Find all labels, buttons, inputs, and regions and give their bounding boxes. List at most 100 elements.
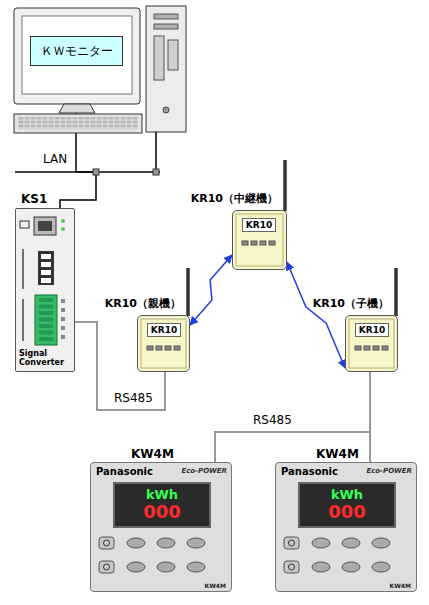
led <box>269 241 275 245</box>
power-meter: KW4MPanasonicEco-POWERkWh000KW4M <box>90 462 232 592</box>
led <box>61 219 65 223</box>
terminal <box>39 331 53 335</box>
terminal <box>39 305 53 309</box>
terminal-block <box>35 295 57 345</box>
bevel <box>236 214 283 266</box>
nameplate: KR10 <box>147 323 181 337</box>
keyboard-keys <box>18 117 138 129</box>
lan-bus <box>15 132 160 175</box>
dip-slot <box>41 254 51 259</box>
bevel <box>349 319 394 368</box>
led <box>355 346 361 350</box>
oval-button <box>127 562 145 572</box>
led <box>174 346 180 350</box>
terminal <box>39 318 53 322</box>
indicator <box>61 308 65 312</box>
meter-heading: KW4M <box>131 447 174 461</box>
lcd-display: kWh000 <box>113 482 211 528</box>
cable <box>215 372 370 462</box>
radio-unit: KR10（子機）KR10 <box>345 315 398 372</box>
panel-print: Signal Converter <box>19 350 69 368</box>
icon-mark <box>104 540 110 546</box>
unit-display: kWh <box>331 488 363 502</box>
indicator <box>61 326 65 330</box>
power-button <box>163 107 169 113</box>
value-display: 000 <box>328 502 366 522</box>
antennas <box>188 160 396 316</box>
nameplate: KR10 <box>355 323 389 337</box>
monitor <box>14 8 140 113</box>
rj45-socket <box>38 221 52 231</box>
led <box>61 227 65 231</box>
antenna <box>283 160 287 211</box>
led <box>165 346 171 350</box>
rj45-port <box>34 217 56 235</box>
cable-label: LAN <box>42 152 68 166</box>
oval-button <box>342 562 360 572</box>
dip-slot <box>41 278 51 283</box>
lan-junction <box>153 169 159 175</box>
indicator <box>61 335 65 339</box>
model-print: KW4M <box>390 582 411 589</box>
led <box>147 346 153 350</box>
terminal <box>39 337 53 341</box>
oval-button <box>372 538 390 548</box>
meter-heading: KW4M <box>316 447 359 461</box>
oval-button <box>187 562 205 572</box>
icon-button <box>99 537 114 549</box>
indicator <box>61 299 65 303</box>
wireless-link <box>190 255 232 325</box>
monitor-stand <box>59 104 95 113</box>
dip-slot <box>41 262 51 267</box>
cable-label: RS485 <box>113 391 154 405</box>
dip-slot <box>41 270 51 275</box>
icon-button <box>284 561 299 573</box>
brand: Panasonic <box>96 466 153 477</box>
icon-mark <box>104 564 110 570</box>
ks1-panel <box>16 209 74 371</box>
wireless-link <box>287 262 345 368</box>
bevel <box>141 319 186 368</box>
nameplate-text: KR10 <box>359 325 385 335</box>
lan-line <box>15 171 160 173</box>
terminal <box>39 311 53 315</box>
cable <box>369 372 371 462</box>
oval-button <box>157 538 175 548</box>
terminal <box>39 324 53 328</box>
brand: Panasonic <box>281 466 338 477</box>
led <box>251 241 257 245</box>
lan-drop <box>155 132 157 172</box>
led <box>156 346 162 350</box>
series-logo: Eco-POWER <box>181 467 227 475</box>
monitor-screen <box>22 16 132 94</box>
nameplate: KR10 <box>242 218 276 232</box>
bracket <box>22 249 24 341</box>
tower-bay <box>154 36 164 80</box>
unit-display: kWh <box>146 488 178 502</box>
screen-label-box: ＫＷモニター <box>30 36 123 66</box>
model-print: KW4M <box>205 582 226 589</box>
drive-slot <box>154 14 178 19</box>
oval-button <box>157 562 175 572</box>
unit-heading: KR10（親機） <box>104 296 182 311</box>
oval-button <box>187 538 205 548</box>
tower-bay <box>168 40 178 70</box>
terminal <box>39 298 53 302</box>
led <box>364 346 370 350</box>
oval-button <box>312 538 330 548</box>
keyboard-body <box>14 114 142 133</box>
value-display: 000 <box>143 502 181 522</box>
signal-converter: KS1Signal Converter <box>15 208 75 372</box>
network-icon <box>20 221 29 228</box>
pc-tower <box>146 6 186 132</box>
dip-switch <box>38 251 54 285</box>
drive-slot <box>154 24 178 29</box>
antenna <box>186 268 190 316</box>
led <box>260 241 266 245</box>
series-logo: Eco-POWER <box>366 467 412 475</box>
screen-label: ＫＷモニター <box>41 43 113 60</box>
oval-button <box>312 562 330 572</box>
lcd-display: kWh000 <box>298 482 396 528</box>
unit-heading: KR10（子機） <box>312 296 390 311</box>
